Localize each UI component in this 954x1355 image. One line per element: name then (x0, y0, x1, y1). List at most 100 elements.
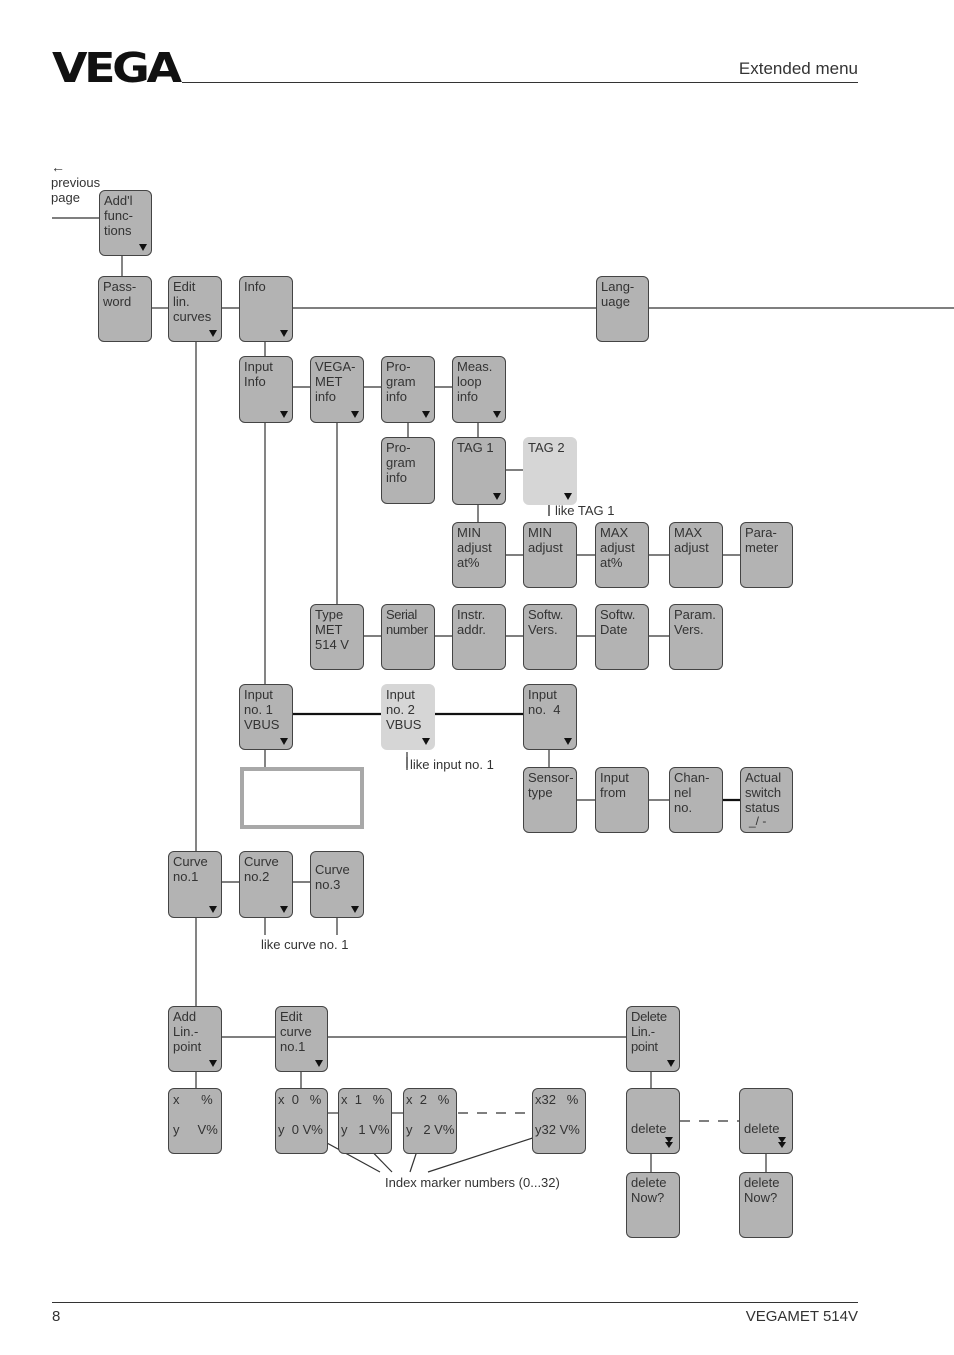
box-label: Actual switch status (745, 770, 782, 815)
menu-box-curve-no1[interactable]: Curve no.1 (168, 851, 222, 918)
box-label: Chan- nel no. (674, 770, 710, 815)
box-label: TAG 1 (457, 440, 494, 455)
menu-box-instr-addr[interactable]: Instr. addr. (452, 604, 506, 670)
menu-box-add-lin-point[interactable]: Add Lin.- point (168, 1006, 222, 1072)
menu-box-delete-lin-point[interactable]: Delete Lin.- point (626, 1006, 680, 1072)
menu-box-delete-1[interactable]: delete (626, 1088, 680, 1154)
switch-symbol-icon: _/ - (749, 814, 767, 828)
box-label: Delete Lin.- point (631, 1009, 667, 1054)
menu-box-xy-point-1[interactable]: x 1 % y 1 V% (338, 1088, 392, 1154)
triangle-down-icon (564, 493, 572, 500)
box-label: Softw. Vers. (528, 607, 564, 637)
triangle-down-icon (209, 1060, 217, 1067)
box-label: Edit lin. curves (173, 279, 212, 324)
box-label: Lang- uage (601, 279, 635, 309)
triangle-down-icon (667, 1060, 675, 1067)
menu-box-delete-now-2[interactable]: delete Now? (739, 1172, 793, 1238)
like-curve1-note: like curve no. 1 (261, 937, 349, 952)
box-label: Input no. 4 (528, 687, 561, 717)
box-label: Serial number (386, 607, 428, 637)
like-input1-note: like input no. 1 (410, 757, 494, 772)
menu-box-parameter[interactable]: Para- meter (740, 522, 793, 588)
menu-box-max-adjust[interactable]: MAX adjust (669, 522, 723, 588)
vega-logo: VEGA (52, 44, 182, 92)
menu-box-edit-lin-curves[interactable]: Edit lin. curves (168, 276, 222, 342)
menu-box-password[interactable]: Pass- word (98, 276, 152, 342)
menu-box-program-info[interactable]: Pro- gram info (381, 356, 435, 423)
menu-box-info[interactable]: Info (239, 276, 293, 342)
menu-box-vegamet-info[interactable]: VEGA- MET info (310, 356, 364, 423)
menu-box-serial-number[interactable]: Serial number (381, 604, 435, 670)
box-label: delete Now? (744, 1175, 780, 1205)
menu-box-actual-switch-status[interactable]: Actual switch status _/ - (740, 767, 793, 833)
menu-box-input-no4[interactable]: Input no. 4 (523, 684, 577, 750)
menu-box-type-met[interactable]: Type MET 514 V (310, 604, 364, 670)
menu-box-tag2[interactable]: TAG 2 (523, 437, 577, 505)
box-label: Curve no.2 (244, 854, 279, 884)
menu-box-input-from[interactable]: Input from (595, 767, 649, 833)
menu-box-program-info-detail[interactable]: Pro- gram info (381, 437, 435, 504)
box-label: Add'l func- tions (104, 193, 133, 238)
triangle-down-icon (280, 738, 288, 745)
menu-box-sensor-type[interactable]: Sensor- type (523, 767, 577, 833)
menu-box-delete-2[interactable]: delete (739, 1088, 793, 1154)
double-triangle-down-icon (664, 1137, 674, 1149)
menu-box-edit-curve-no1[interactable]: Edit curve no.1 (275, 1006, 328, 1072)
triangle-down-icon (493, 493, 501, 500)
previous-page-link[interactable]: ← previous page (51, 159, 100, 206)
menu-box-softw-date[interactable]: Softw. Date (595, 604, 649, 670)
box-label: Pro- gram info (386, 440, 416, 485)
triangle-down-icon (351, 906, 359, 913)
box-label: x % y V% (173, 1092, 218, 1137)
menu-box-softw-vers[interactable]: Softw. Vers. (523, 604, 577, 670)
box-label: x32 % y32 V% (535, 1092, 580, 1137)
box-label: x 0 % y 0 V% (278, 1092, 323, 1137)
box-label: x 1 % y 1 V% (341, 1092, 390, 1137)
menu-box-curve-no3[interactable]: Curve no.3 (310, 851, 364, 918)
menu-box-curve-no2[interactable]: Curve no.2 (239, 851, 293, 918)
menu-box-xy-point[interactable]: x % y V% (168, 1088, 222, 1154)
box-label: MAX adjust at% (600, 525, 635, 570)
box-label: Instr. addr. (457, 607, 486, 637)
box-label: Curve no.1 (173, 854, 208, 884)
box-label: Pro- gram info (386, 359, 416, 404)
double-triangle-down-icon (777, 1137, 787, 1149)
arrow-left-icon: ← (51, 159, 65, 175)
box-label: Input no. 1 VBUS (244, 687, 280, 732)
menu-box-param-vers[interactable]: Param. Vers. (669, 604, 723, 670)
box-label: Para- meter (745, 525, 779, 555)
like-tag1-note: like TAG 1 (555, 503, 615, 518)
menu-box-addl-functions[interactable]: Add'l func- tions (99, 190, 152, 256)
triangle-down-icon (564, 738, 572, 745)
menu-box-tag1[interactable]: TAG 1 (452, 437, 506, 505)
triangle-down-icon (422, 738, 430, 745)
menu-box-channel-no[interactable]: Chan- nel no. (669, 767, 723, 833)
menu-box-xy-point-2[interactable]: x 2 % y 2 V% (403, 1088, 457, 1154)
triangle-down-icon (280, 906, 288, 913)
header-divider (182, 82, 858, 83)
box-label: Edit curve no.1 (280, 1009, 312, 1054)
box-label: delete Now? (631, 1175, 667, 1205)
box-label: MIN adjust at% (457, 525, 492, 570)
triangle-down-icon (315, 1060, 323, 1067)
menu-box-max-adjust-pct[interactable]: MAX adjust at% (595, 522, 649, 588)
box-label: Input from (600, 770, 629, 800)
menu-box-language[interactable]: Lang- uage (596, 276, 649, 342)
box-label: Info (244, 279, 266, 294)
menu-box-min-adjust[interactable]: MIN adjust (523, 522, 577, 588)
menu-box-min-adjust-pct[interactable]: MIN adjust at% (452, 522, 506, 588)
menu-box-meas-loop-info[interactable]: Meas. loop info (452, 356, 506, 423)
footer-divider (52, 1302, 858, 1303)
menu-box-input-no1[interactable]: Input no. 1 VBUS (239, 684, 293, 750)
box-label: Add Lin.- point (173, 1009, 202, 1054)
menu-box-input-info[interactable]: Input Info (239, 356, 293, 423)
menu-box-input-no2[interactable]: Input no. 2 VBUS (381, 684, 435, 750)
box-label: Param. Vers. (674, 607, 716, 637)
menu-box-delete-now-1[interactable]: delete Now? (626, 1172, 680, 1238)
menu-box-xy-point-0[interactable]: x 0 % y 0 V% (275, 1088, 328, 1154)
triangle-down-icon (280, 330, 288, 337)
menu-box-xy-point-32[interactable]: x32 % y32 V% (532, 1088, 586, 1154)
box-label: Input no. 2 VBUS (386, 687, 422, 732)
triangle-down-icon (422, 411, 430, 418)
